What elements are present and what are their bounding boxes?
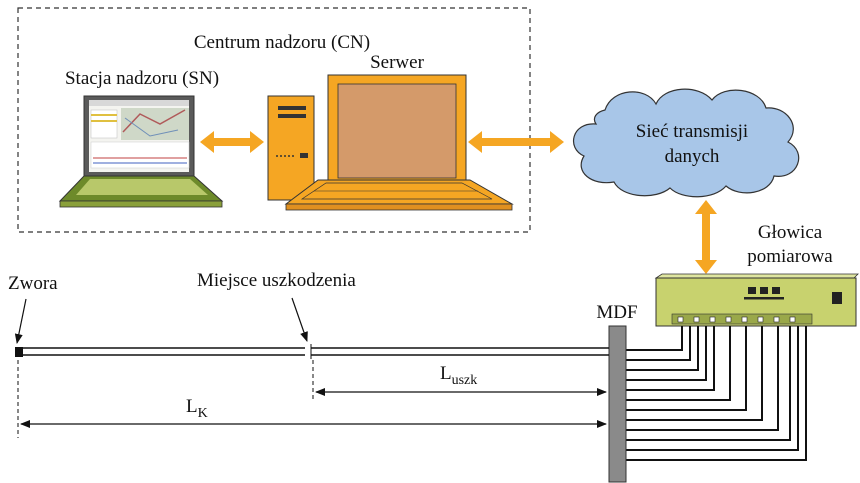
pc-tower-icon xyxy=(267,95,315,201)
network-label-line2: danych xyxy=(665,146,720,167)
monitoring-center-title: Centrum nadzoru (CN) xyxy=(194,32,370,53)
zwora-pointer xyxy=(14,298,27,344)
measuring-head-icon xyxy=(654,273,859,327)
station-label: Stacja nadzoru (SN) xyxy=(65,68,219,89)
zwora-label: Zwora xyxy=(8,273,58,294)
network-label-line1: Sieć transmisji xyxy=(636,121,748,142)
cloud-icon xyxy=(573,88,800,198)
fault-break xyxy=(305,344,311,360)
lk-label: LK xyxy=(186,396,208,421)
luszk-label: Luszk xyxy=(440,363,477,388)
double-arrow-server-network xyxy=(468,131,564,153)
monitoring-center-box xyxy=(17,7,531,233)
mdf-frame xyxy=(608,325,627,483)
head-label-line2: pomiarowa xyxy=(747,246,833,267)
fault-pointer xyxy=(291,297,308,342)
server-label: Serwer xyxy=(370,52,424,73)
double-arrow-laptop-server xyxy=(200,131,264,153)
monitor-icon xyxy=(327,74,467,196)
double-arrow-network-head xyxy=(695,200,717,274)
mdf-label: MDF xyxy=(596,302,637,323)
keyboard-icon xyxy=(284,179,514,211)
cable-bundle xyxy=(626,326,807,461)
cable-line xyxy=(15,347,609,357)
laptop-icon xyxy=(58,95,224,208)
fault-label: Miejsce uszkodzenia xyxy=(197,270,356,291)
head-label-line1: Głowica xyxy=(758,222,823,243)
